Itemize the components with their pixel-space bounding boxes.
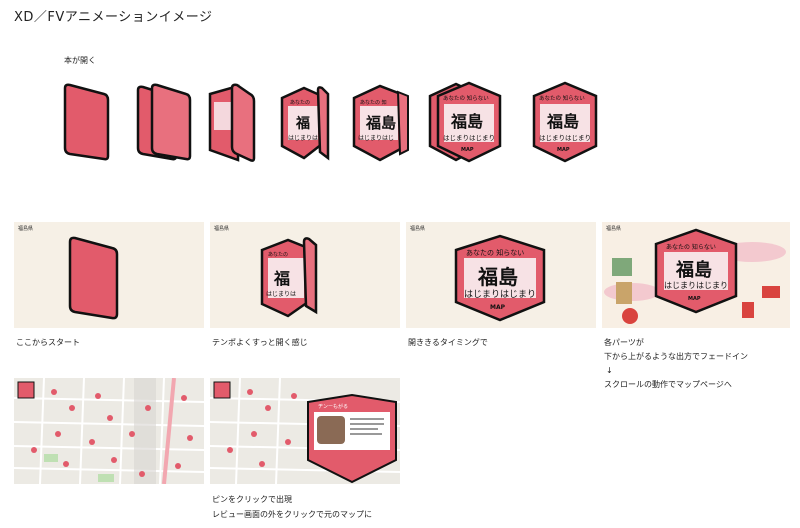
book-open-label: 本が開く [64,56,96,65]
sign-main-text: 福島 [450,112,483,131]
sign-sub-text: はじまりはじまり [443,134,495,142]
logo: 福島県 [214,226,230,232]
review-card[interactable]: ヂンーもがる [306,394,398,484]
caption-outside-click: レビュー画面の外をクリックで元のマップに [212,510,372,519]
parts-illustration: あなたの 知らない 福島 はじまりはじまり MAP [604,228,786,324]
svg-text:はじまりは: はじまりは [266,291,296,298]
sign-top-text: あなたの 知らない [466,248,524,257]
book-open-sequence: あなたの 福 はじまりは あなたの 知 福島 はじまりはじ [63,82,480,162]
svg-text:はじまりはじ: はじまりはじ [358,135,394,142]
panel-parts-fade-in: 福島県 あなたの 知らない 福島 はじまりはじまり MAP [602,222,790,328]
review-photo [317,416,345,444]
sign-sub-text: はじまりはじまり [539,134,591,142]
caption-opening: テンポよくすっと開く感じ [212,338,308,347]
sign-main-text: 福島 [546,112,579,131]
sign-sub-text: はじまりはじまり [664,281,728,290]
sign-top-text: あなたの 知らない [666,243,716,251]
caption-parts-1: 各パーツが [604,338,644,347]
map-illustration [14,378,204,484]
sign-top-text: あなたの 知らない [443,94,489,102]
sign-top-text: あなたの 知らない [539,94,585,102]
panel-fully-open: 福島県 あなたの 知らない 福島 はじまりはじまり MAP [406,222,596,328]
logo: 福島県 [606,226,622,232]
logo: 福島県 [18,226,34,232]
opening-book-icon: あなたの 福 はじまりは [260,237,318,318]
caption-fully-open: 開ききるタイミングで [408,338,488,347]
page-title: XD／FVアニメーションイメージ [14,10,213,25]
sign-sub-text: はじまりはじまり [464,289,536,300]
sign-main-text: 福島 [675,259,712,281]
review-title: ヂンーもがる [318,403,348,410]
logo: 福島県 [410,226,426,232]
panel-map [14,378,204,484]
panel-opening: 福島県 あなたの 福 はじまりは [210,222,400,328]
sign-map-text: MAP [688,296,701,302]
svg-text:あなたの: あなたの [290,99,310,106]
frame-two-pages [136,83,192,161]
frame-half-open: あなたの 福 はじまりは [280,86,330,161]
svg-text:福: 福 [273,269,290,288]
sign-map-text: MAP [461,147,474,153]
frame-opening [208,83,256,162]
sign-map-text: MAP [557,147,570,153]
panel-start: 福島県 [14,222,204,328]
panel-map-review: ヂンーもがる [210,378,400,484]
sign-main-text: 福島 [477,265,518,289]
frame-almost-open: あなたの 知 福島 はじまりはじ [352,84,409,162]
svg-text:あなたの 知: あなたの 知 [360,99,387,106]
frame-final-sign: あなたの 知らない 福島 はじまりはじまり MAP [532,81,598,163]
svg-text:あなたの: あなたの [268,251,288,258]
open-sign-icon: あなたの 知らない 福島 はじまりはじまり MAP [454,234,546,322]
frame-closed [63,83,110,161]
sign-map-text: MAP [490,304,506,311]
closed-book-icon [68,236,119,320]
caption-parts-2: 下から上がるような出方でフェードイン [604,352,748,361]
caption-start: ここからスタート [16,338,80,347]
svg-text:はじまりは: はじまりは [288,135,318,142]
svg-text:福島: 福島 [365,114,396,132]
caption-parts-arrow: ↓ [606,366,613,375]
svg-text:福: 福 [295,115,310,132]
caption-parts-3: スクロールの動作でマップページへ [604,380,732,389]
frame-open-sign: あなたの 知らない 福島 はじまりはじまり MAP [436,81,502,163]
caption-pin-click: ピンをクリックで出現 [212,495,292,504]
map-illustration [210,378,400,484]
